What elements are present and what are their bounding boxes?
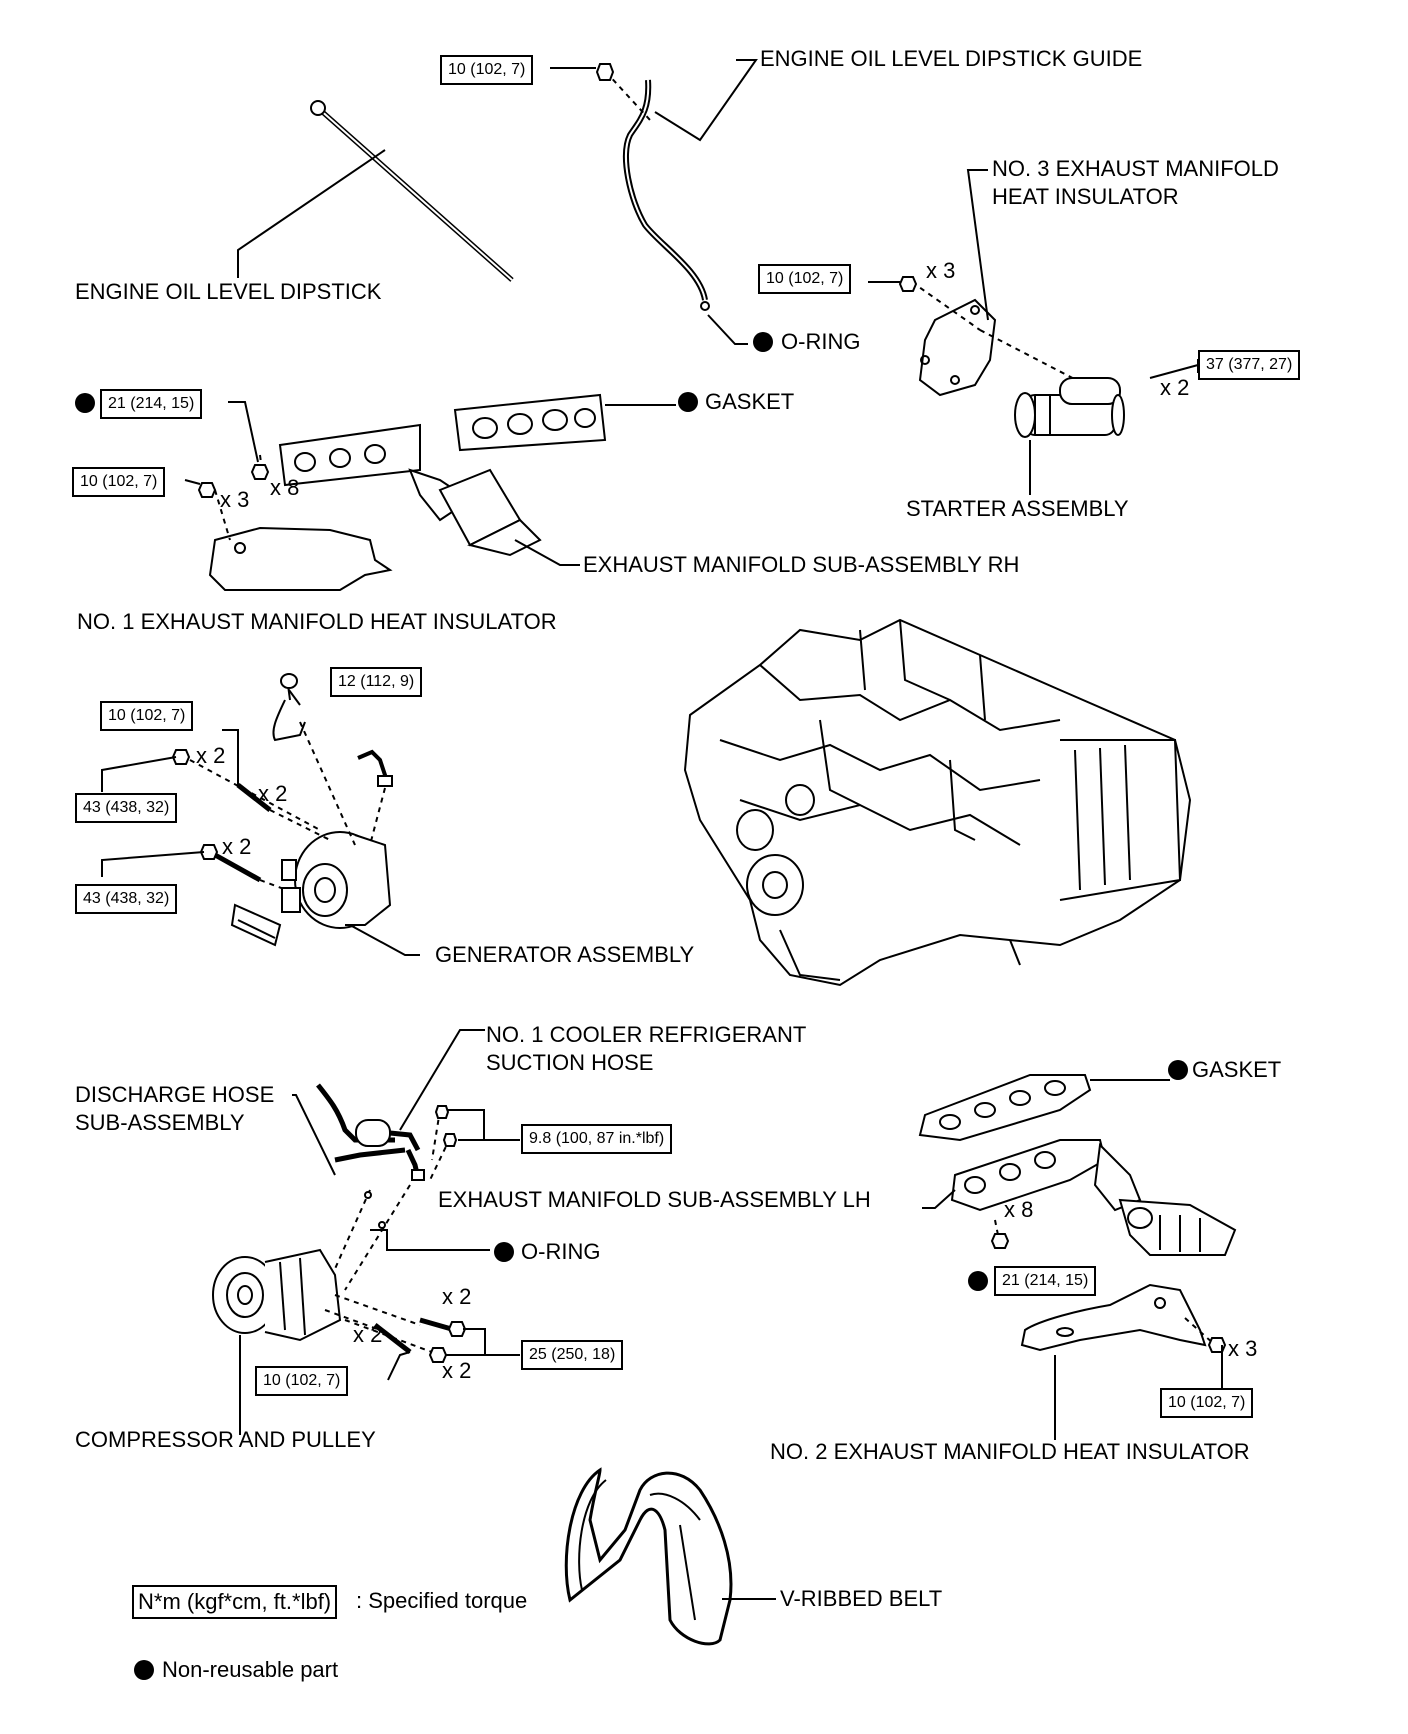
non-reusable-marker — [1168, 1060, 1188, 1080]
no1-heat-insulator-label: NO. 1 EXHAUST MANIFOLD HEAT INSULATOR — [77, 609, 557, 634]
engine-oil-level-dipstick-drawing — [237, 100, 514, 282]
no3-heat-insulator-label-line1: NO. 3 EXHAUST MANIFOLD — [992, 156, 1279, 181]
qty-no2-insulator: x 3 — [1228, 1336, 1258, 1361]
generator-assembly-drawing — [101, 673, 420, 956]
gasket-bottom-label: GASKET — [1192, 1057, 1282, 1082]
generator-assembly-label: GENERATOR ASSEMBLY — [435, 942, 695, 967]
exhaust-manifold-rh-drawing — [228, 401, 580, 566]
discharge-hose-label-line2: SUB-ASSEMBLY — [75, 1110, 245, 1135]
torque-no2-insulator-bolt: 10 (102, 7) — [1160, 1388, 1254, 1418]
qty-comp-b: x 2 — [353, 1322, 383, 1347]
o-ring-top-label: O-RING — [781, 329, 861, 354]
gasket-top-label: GASKET — [705, 389, 795, 414]
v-ribbed-belt-drawing — [564, 1467, 776, 1646]
legend-non-reusable: Non-reusable part — [162, 1657, 339, 1682]
compressor-pulley-label: COMPRESSOR AND PULLEY — [75, 1427, 376, 1452]
torque-no3-insulator-bolt: 10 (102, 7) — [758, 264, 852, 294]
engine-illustration — [683, 618, 1192, 987]
non-reusable-marker — [678, 392, 698, 412]
torque-manifold-lh-nut: 21 (214, 15) — [994, 1266, 1097, 1296]
no3-heat-insulator-label-line2: HEAT INSULATOR — [992, 184, 1179, 209]
o-ring-bottom-label: O-RING — [521, 1239, 601, 1264]
torque-cooler-hose-bolt: 9.8 (100, 87 in.*lbf) — [521, 1124, 673, 1154]
exhaust-manifold-lh-drawing — [922, 1139, 1237, 1256]
torque-compressor-nut: 25 (250, 18) — [521, 1340, 624, 1370]
no1-cooler-hose-label-line1: NO. 1 COOLER REFRIGERANT — [486, 1022, 807, 1047]
qty-comp-c: x 2 — [442, 1358, 472, 1383]
torque-no1-insulator-bolt: 10 (102, 7) — [72, 467, 166, 497]
starter-assembly-drawing — [1014, 359, 1213, 495]
torque-compressor-bolt: 10 (102, 7) — [255, 1366, 349, 1396]
torque-generator-bolt-c: 43 (438, 32) — [75, 884, 178, 914]
torque-starter-bolt: 37 (377, 27) — [1198, 350, 1301, 380]
starter-assembly-label: STARTER ASSEMBLY — [906, 496, 1129, 521]
non-reusable-marker — [968, 1271, 988, 1291]
qty-gen-c: x 2 — [222, 834, 252, 859]
qty-gen-b: x 2 — [258, 781, 288, 806]
gasket-bottom-drawing — [918, 1074, 1170, 1142]
torque-generator-bolt-a: 10 (102, 7) — [100, 701, 194, 731]
no3-heat-insulator-drawing — [868, 169, 1116, 401]
dipstick-guide-drawing — [550, 59, 758, 345]
qty-starter: x 2 — [1160, 375, 1190, 400]
compressor-drawing — [212, 1248, 520, 1435]
legend-torque-unit: N*m (kgf*cm, ft.*lbf) — [132, 1585, 338, 1619]
gasket-top-drawing — [453, 393, 676, 452]
non-reusable-marker — [494, 1242, 514, 1262]
no2-heat-insulator-label: NO. 2 EXHAUST MANIFOLD HEAT INSULATOR — [770, 1439, 1250, 1464]
no2-heat-insulator-drawing — [1020, 1283, 1227, 1440]
qty-comp-a: x 2 — [442, 1284, 472, 1309]
torque-manifold-rh-nut: 21 (214, 15) — [100, 389, 203, 419]
v-ribbed-belt-label: V-RIBBED BELT — [780, 1586, 943, 1611]
qty-no1-insulator: x 3 — [220, 487, 250, 512]
torque-generator-wire-nut: 12 (112, 9) — [330, 667, 423, 697]
dipstick-label: ENGINE OIL LEVEL DIPSTICK — [75, 279, 382, 304]
exhaust-manifold-rh-label: EXHAUST MANIFOLD SUB-ASSEMBLY RH — [583, 552, 1020, 577]
no1-cooler-hose-label-line2: SUCTION HOSE — [486, 1050, 654, 1075]
no1-heat-insulator-drawing — [184, 479, 393, 591]
qty-manifold-lh: x 8 — [1004, 1197, 1034, 1222]
dipstick-guide-label: ENGINE OIL LEVEL DIPSTICK GUIDE — [760, 46, 1143, 71]
non-reusable-marker — [75, 393, 95, 413]
legend-non-reusable-marker — [134, 1660, 154, 1680]
exhaust-manifold-lh-label: EXHAUST MANIFOLD SUB-ASSEMBLY LH — [438, 1187, 871, 1212]
torque-generator-bolt-b: 43 (438, 32) — [75, 793, 178, 823]
cooler-hoses-drawing — [292, 1029, 520, 1291]
qty-gen-a: x 2 — [196, 743, 226, 768]
qty-no3-insulator: x 3 — [926, 258, 956, 283]
non-reusable-marker — [753, 332, 773, 352]
qty-manifold-rh: x 8 — [270, 475, 300, 500]
legend-torque-desc: : Specified torque — [356, 1588, 528, 1613]
discharge-hose-label-line1: DISCHARGE HOSE — [75, 1082, 275, 1107]
torque-dipstick-guide-bolt: 10 (102, 7) — [440, 55, 534, 85]
